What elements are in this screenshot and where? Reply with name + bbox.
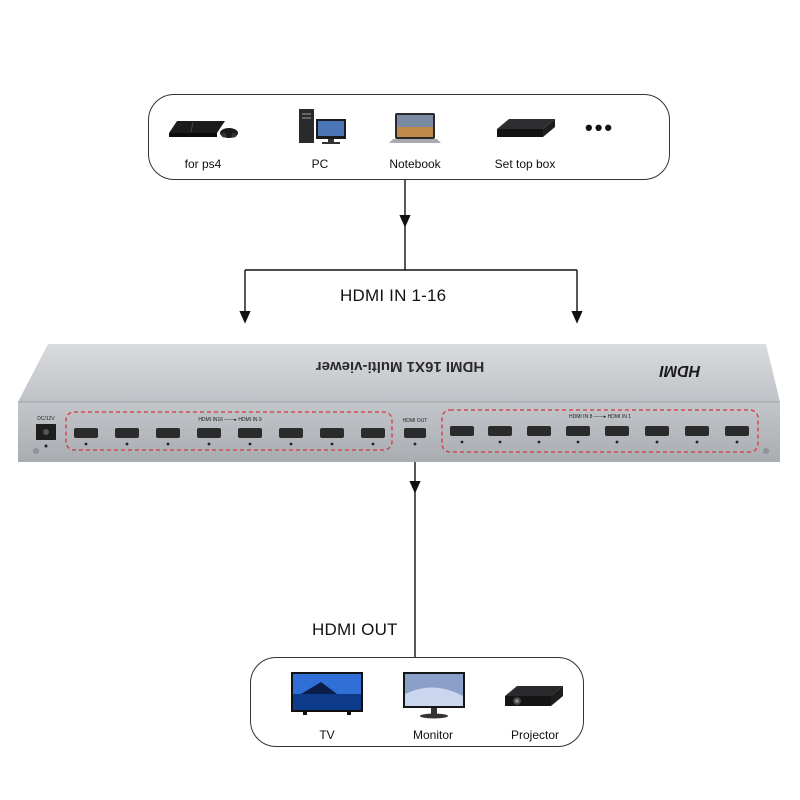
game-console-icon bbox=[169, 121, 238, 138]
source-label: Notebook bbox=[389, 157, 441, 171]
sources-box: for ps4 PC Notebook Set top box bbox=[148, 94, 670, 180]
hdmi-out-label: HDMI OUT bbox=[312, 620, 398, 639]
more-sources-icon: ••• bbox=[585, 115, 615, 140]
laptop-icon bbox=[389, 113, 441, 143]
tv-icon bbox=[291, 672, 363, 715]
output-projector: Projector bbox=[495, 668, 575, 742]
projector-icon bbox=[505, 686, 563, 706]
output-label: TV bbox=[319, 728, 335, 742]
output-label: Projector bbox=[510, 728, 560, 742]
set-top-box-icon bbox=[497, 119, 555, 137]
source-label: for ps4 bbox=[184, 157, 222, 171]
output-label: Monitor bbox=[412, 728, 453, 742]
source-pc: PC bbox=[285, 105, 355, 171]
source-label: Set top box bbox=[494, 157, 556, 171]
source-set-top-box: Set top box bbox=[485, 107, 565, 171]
output-tv: TV bbox=[281, 668, 373, 742]
hdmi-in-label: HDMI IN 1-16 bbox=[340, 286, 447, 305]
source-ps4: for ps4 bbox=[163, 107, 243, 171]
output-monitor: Monitor bbox=[393, 668, 473, 742]
source-label: PC bbox=[311, 157, 329, 171]
desktop-computer-icon bbox=[299, 109, 346, 144]
source-notebook: Notebook bbox=[383, 107, 447, 171]
outputs-box: TV Monitor Projector bbox=[250, 657, 584, 747]
monitor-icon bbox=[403, 672, 465, 719]
